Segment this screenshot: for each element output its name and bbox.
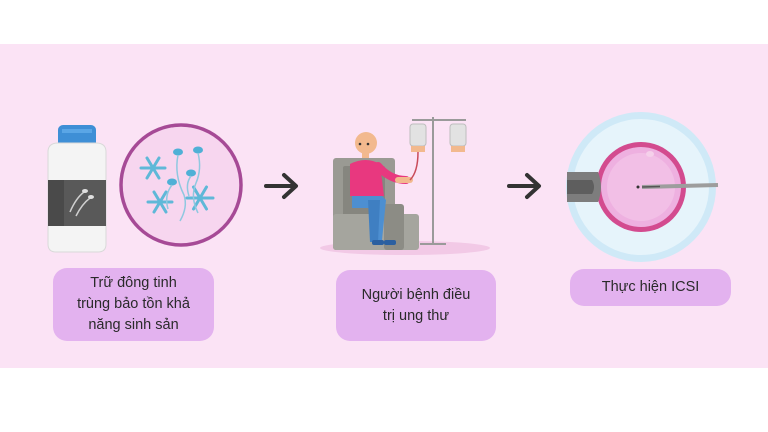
step-label-cancer-treatment: Người bệnh điều trị ung thư [336,270,496,341]
sperm-bottle-icon [47,125,107,253]
egg-injection-icon [566,112,719,262]
step-label-freeze-sperm: Trữ đông tinh trùng bảo tồn khả năng sin… [53,268,214,341]
step-label-icsi: Thực hiện ICSI [570,269,731,306]
iv-drip-icon [409,117,467,245]
arrow-right-icon [507,173,541,199]
patient-chemotherapy-icon [320,132,490,255]
frozen-sperm-circle-icon [119,123,243,247]
arrow-right-icon [264,173,298,199]
